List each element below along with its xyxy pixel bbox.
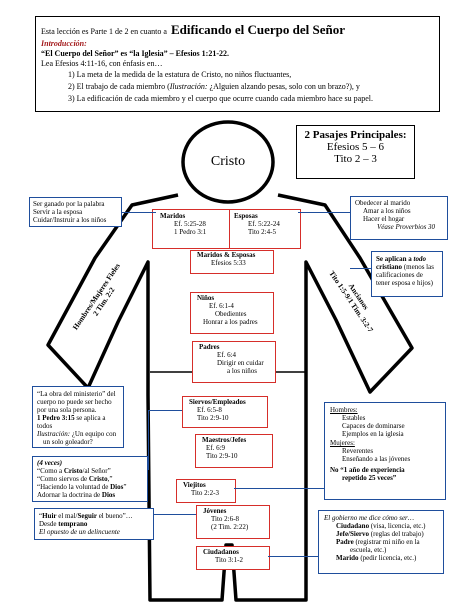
passages-title: 2 Pasajes Principales: [304,129,407,141]
passage-2: Tito 2 – 3 [334,153,377,165]
passage-1: Efesios 5 – 6 [326,141,385,153]
role-jovenes: Jóvenes Tito 2:6-8 (2 Tim. 2:22) [196,505,270,539]
note-servants: (4 veces) “Como a Cristo/al Señor” “Como… [32,456,148,502]
note-government: El gobierno me dice cómo ser… Ciudadano … [318,510,444,574]
note-youth: “Huir el mal/Seguir el bueno”… Desde tem… [34,508,154,540]
intro-read: Lea Efesios 4:11-16, con énfasis en… [41,59,163,68]
role-ciudadanos: Ciudadanos Tito 3:1-2 [196,546,270,570]
note-ministry: “La obra del ministerio” del cuerpo no p… [32,386,124,448]
role-viejitos: Viejitos Tito 2:2-3 [176,479,236,503]
intro-box: Esta lección es Parte 1 de 2 en cuanto a… [35,16,440,112]
intro-heading: Introducción: [41,39,87,48]
role-esposas: Esposas Ef. 5:22-24 Tito 2:4-5 [234,212,280,236]
note-wives: Obedecer al marido Amar a los niños Hace… [350,196,448,240]
intro-point-3: 3) La edificación de cada miembro y el c… [68,94,373,103]
role-padres: Padres Ef. 6:4 Dirigir en cuidar a los n… [192,341,276,383]
note-all-christians: Se aplican a todo cristiano (menos las c… [371,251,443,297]
intro-point-1: 1) La meta de la medida de la estatura d… [68,70,292,79]
head-shape [181,120,275,204]
intro-theme: “El Cuerpo del Señor” es “la Iglesia” – … [41,49,229,58]
role-siervos: Siervos/Empleados Ef. 6:5-8 Tito 2:9-10 [182,396,268,428]
note-men-women: Hombres: Estables Capaces de dominarse E… [324,402,446,500]
role-jefes: Maestros/Jefes Ef. 6:9 Tito 2:9-10 [195,434,273,468]
title-prefix: Esta lección es Parte 1 de 2 en cuanto a [41,27,167,36]
role-ninos: Niños Ef. 6:1-4 Obedientes Honrar a los … [190,292,274,334]
head-label: Cristo [210,154,246,169]
lesson-title: Edificando el Cuerpo del Señor [170,22,346,37]
role-maridos: Maridos Ef. 5:25-28 1 Pedro 3:1 [160,212,207,236]
passages-box: 2 Pasajes Principales: Efesios 5 – 6 Tit… [296,125,415,179]
note-husbands: Ser ganado por la palabra Servir a la es… [29,197,122,227]
body-outline [46,193,414,602]
marriage-box [152,209,301,249]
intro-point-2: 2) El trabajo de cada miembro (Ilustraci… [68,82,360,91]
role-maridos-esposas: Maridos & Esposas Efesios 5:33 [190,250,274,274]
